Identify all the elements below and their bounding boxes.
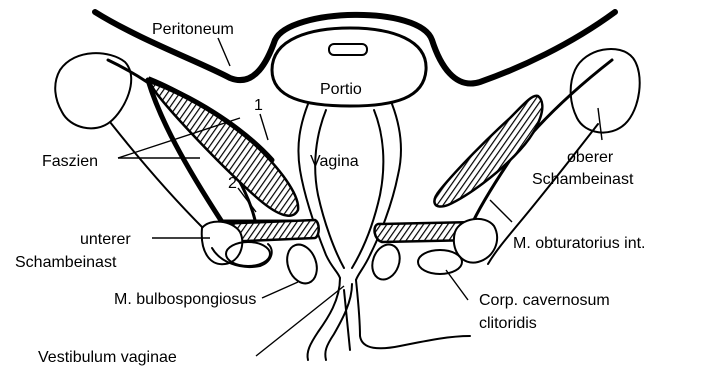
label-bulbospongiosus: M. bulbospongiosus (114, 291, 256, 308)
label-oberer-line1: oberer (567, 149, 614, 166)
vagina-walls (298, 104, 400, 280)
leader-corp (446, 270, 468, 300)
leader-vestibulum (256, 286, 344, 356)
cervical-os (329, 44, 367, 55)
leader-peritoneum (218, 38, 230, 66)
label-oberer-line2: Schambeinast (532, 171, 634, 188)
vestibulum-channel (307, 278, 470, 360)
label-number-1: 1 (254, 97, 263, 114)
label-corp-line2: clitoridis (479, 315, 537, 332)
right-upper-pubic-bone (571, 49, 640, 133)
label-obturatorius: M. obturatorius int. (513, 235, 646, 252)
label-vagina: Vagina (310, 153, 359, 170)
label-unterer-line2: Schambeinast (15, 254, 117, 271)
label-corp-line1: Corp. cavernosum (479, 292, 610, 309)
label-number-2: 2 (228, 175, 237, 192)
label-faszien: Faszien (42, 153, 98, 170)
label-portio: Portio (320, 81, 362, 98)
left-bulbospongiosus (282, 240, 322, 287)
leader-bulbospongiosus (262, 282, 298, 298)
label-vestibulum: Vestibulum vaginae (38, 349, 177, 366)
right-corpus-cavernosum (418, 250, 462, 274)
label-peritoneum: Peritoneum (152, 21, 234, 38)
leader-num1 (260, 114, 268, 140)
right-levator-muscle (434, 96, 542, 207)
label-unterer-line1: unterer (80, 231, 131, 248)
leader-obturatorius (490, 200, 512, 222)
